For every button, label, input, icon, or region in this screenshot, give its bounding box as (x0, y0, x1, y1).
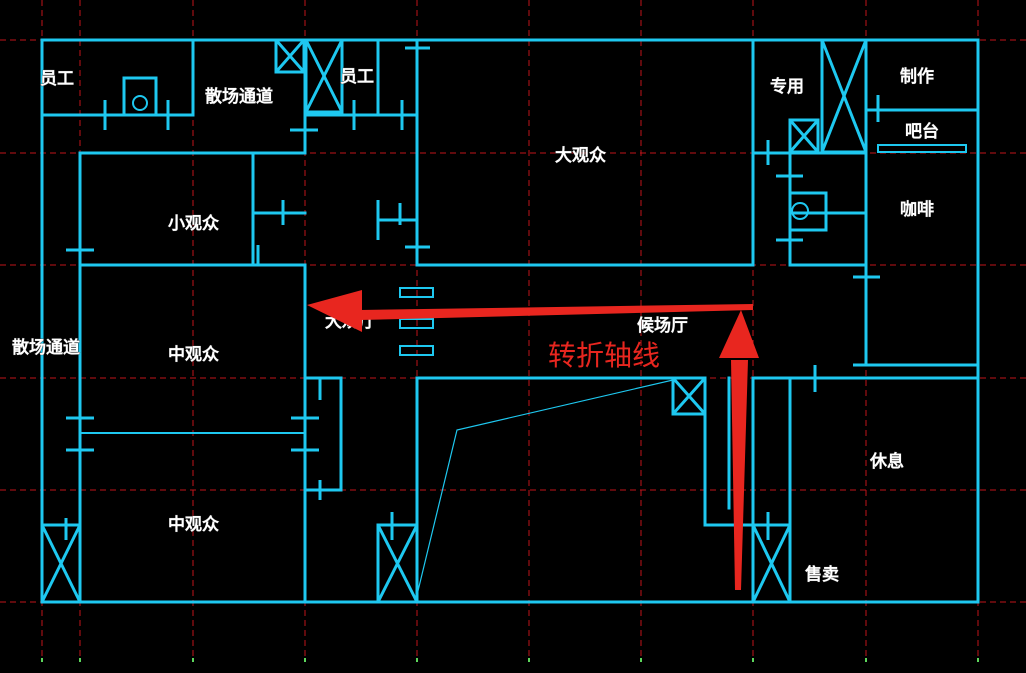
ramp-line (416, 379, 674, 596)
arrow-up-icon (731, 360, 748, 590)
column-icon (399, 345, 434, 356)
elevator-icon (820, 38, 868, 154)
room-label-dedicated: 专用 (770, 76, 804, 97)
door-ticks (64, 46, 880, 540)
room-label-large-audience: 大观众 (555, 145, 607, 166)
toilet-fixtures (132, 95, 809, 220)
room-label-evacuation-top: 散场通道 (205, 86, 273, 107)
room-label-staff-mid: 员工 (340, 67, 374, 87)
elevator-icon (788, 118, 820, 154)
walls (40, 38, 980, 604)
elevator-shafts (40, 38, 868, 604)
elevator-icon (671, 376, 707, 416)
room-label-staff-left: 员工 (40, 69, 74, 89)
column-icon (399, 287, 434, 298)
toilet-icon (132, 95, 148, 111)
elevator-icon (40, 523, 82, 604)
room-label-medium-audience-1: 中观众 (168, 344, 220, 365)
room-label-medium-audience-2: 中观众 (168, 514, 220, 535)
room-label-waiting-hall: 候场厅 (637, 315, 688, 336)
room-label-coffee: 咖啡 (900, 199, 934, 220)
room-label-small-audience: 小观众 (168, 213, 220, 234)
columns (399, 287, 434, 356)
toilet-icon (791, 202, 809, 220)
elevator-icon (376, 523, 419, 604)
grid-ticks (41, 658, 979, 662)
elevator-icon (751, 523, 792, 604)
arrow-up-icon (719, 310, 759, 358)
elevator-icon (274, 38, 306, 74)
arrow-left-icon (307, 290, 362, 332)
arrow-left-icon (360, 304, 753, 320)
room-label-evacuation-left: 散场通道 (12, 337, 80, 358)
room-labels: 员工 散场通道 员工 大观众 专用 制作 吧台 咖啡 小观众 中观众 中观众 散… (12, 66, 940, 586)
column-icon (399, 318, 434, 329)
room-label-shop: 售卖 (805, 564, 839, 585)
turning-axis-arrows (307, 290, 759, 590)
turning-axis-label: 转折轴线 (548, 339, 660, 372)
room-label-production: 制作 (900, 66, 934, 87)
outer-wall (40, 38, 980, 604)
room-label-bar: 吧台 (905, 121, 939, 142)
elevator-icon (304, 38, 344, 114)
room-label-rest: 休息 (869, 451, 904, 472)
